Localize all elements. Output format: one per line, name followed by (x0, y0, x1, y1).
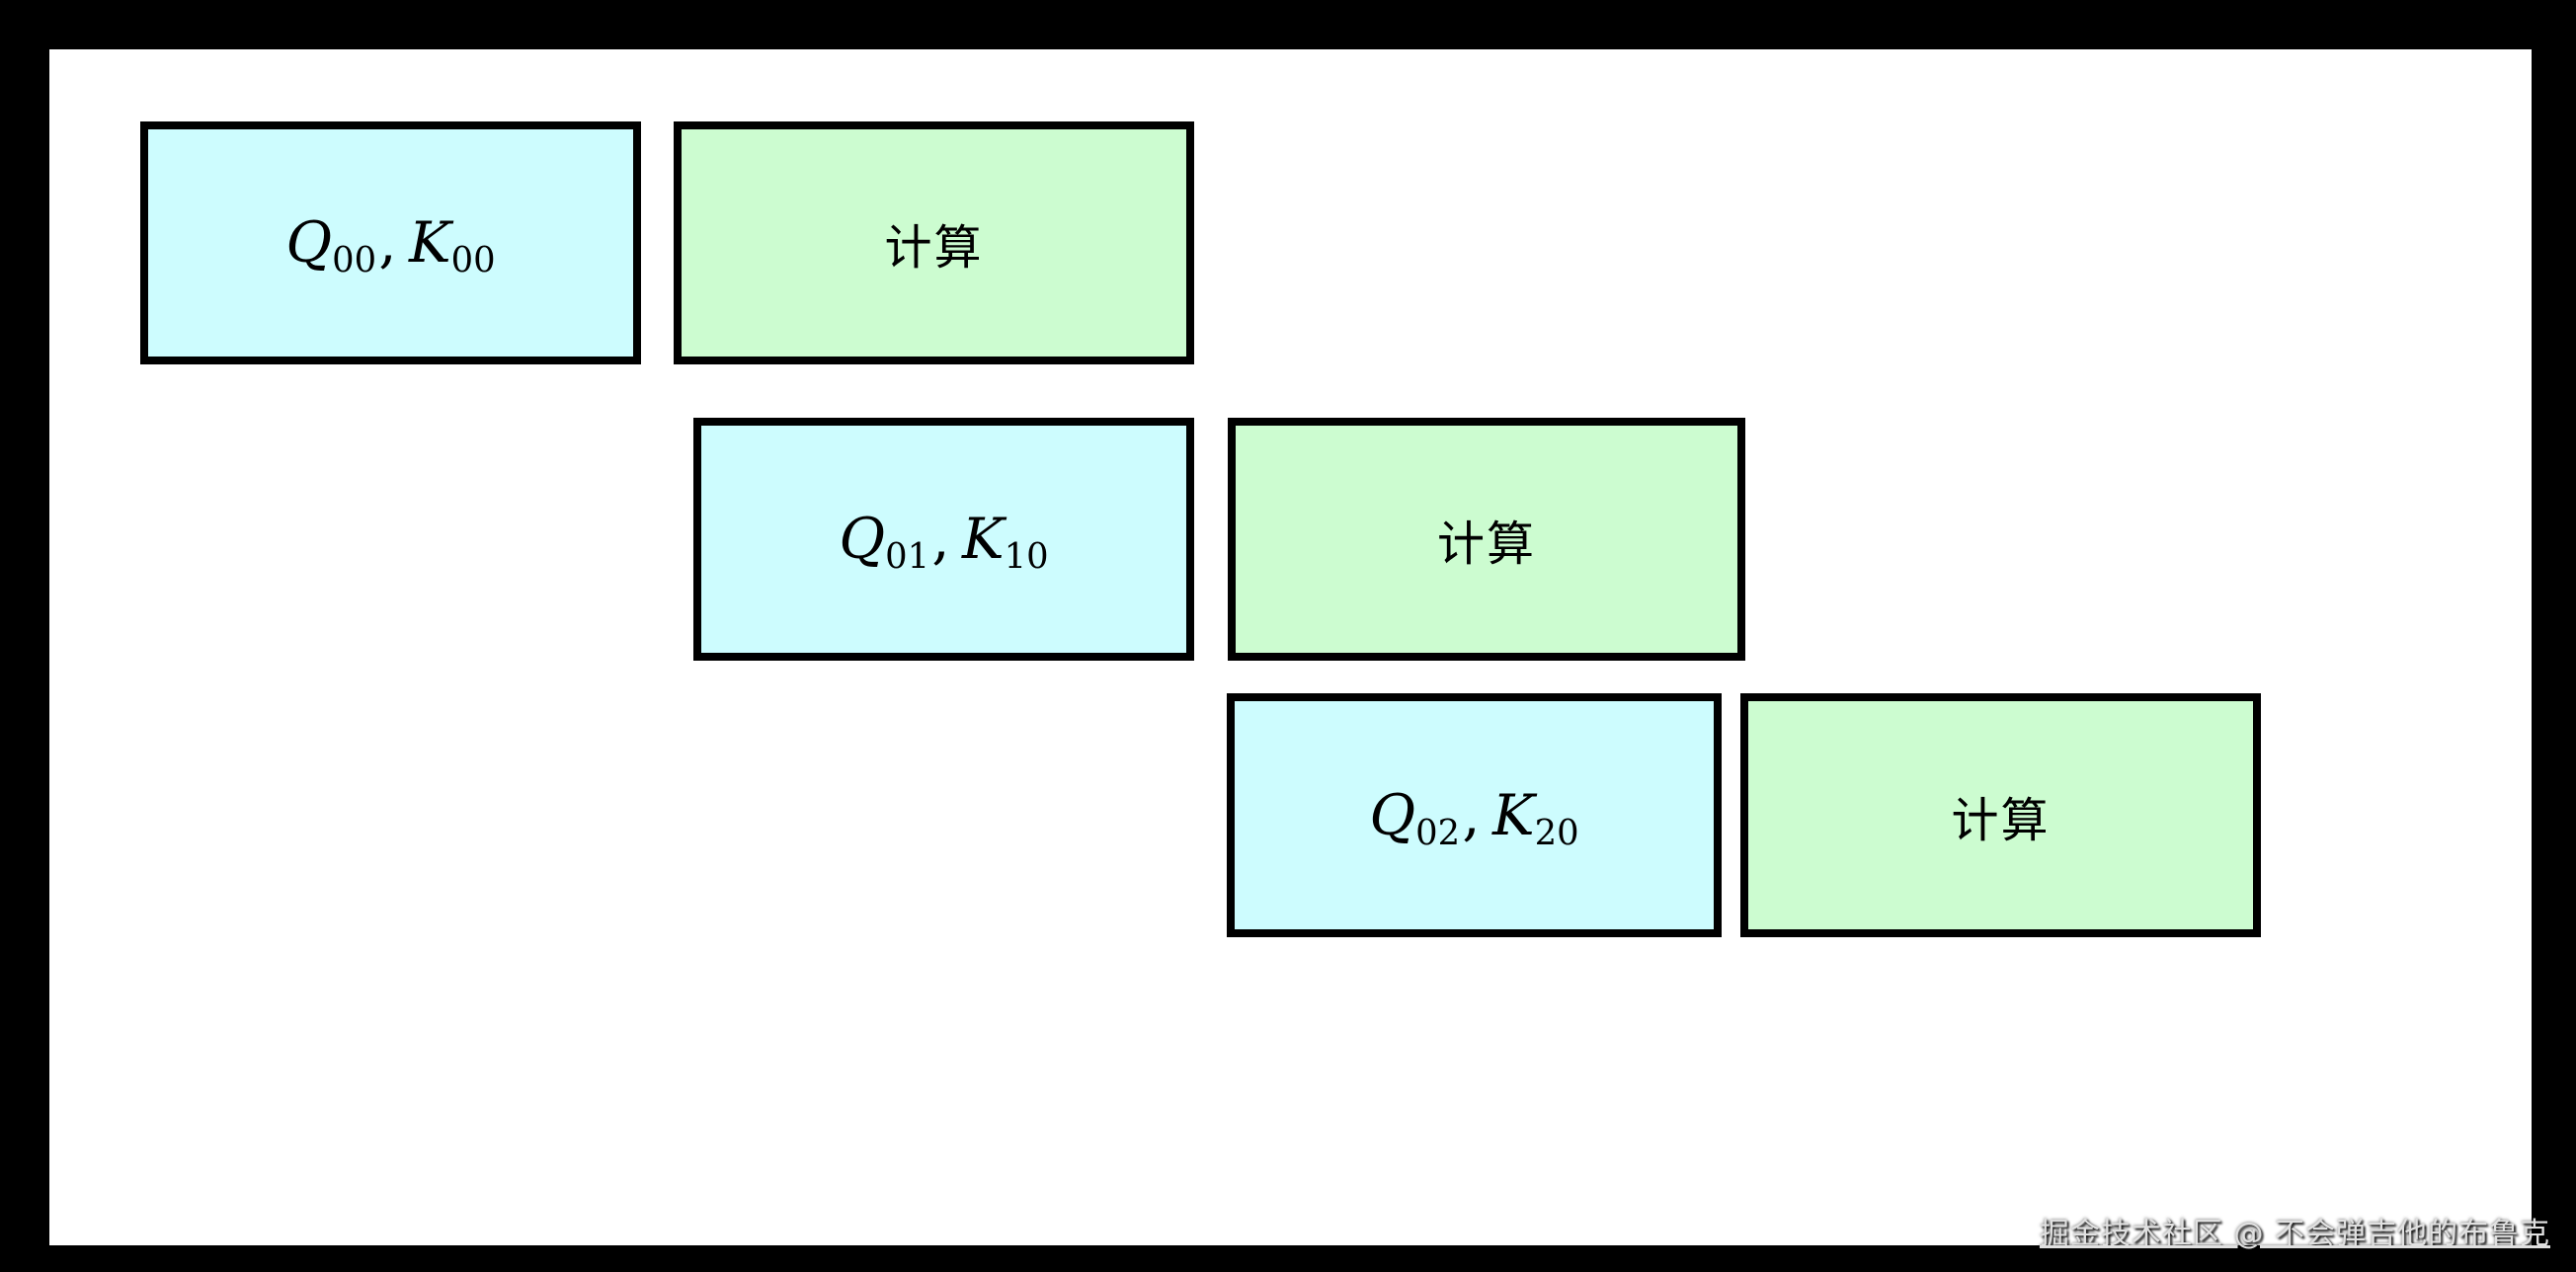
qk-label-row1: Q00,K00 (285, 210, 495, 278)
compute-box-row2: 计算 (1228, 418, 1745, 661)
k-symbol: K (1492, 782, 1535, 848)
k-subscript: 10 (1004, 535, 1049, 577)
q-subscript: 00 (332, 239, 377, 280)
q-symbol: Q (1369, 782, 1416, 848)
q-symbol: Q (839, 507, 886, 572)
k-symbol: K (409, 210, 451, 276)
q-subscript: 02 (1415, 812, 1461, 853)
qk-label-row3: Q02,K20 (1369, 782, 1578, 850)
compute-label-row3: 计算 (1951, 792, 2051, 848)
comma: , (378, 210, 397, 276)
watermark: 掘金技术社区 @ 不会弹吉他的布鲁克 (2039, 1217, 2550, 1251)
k-subscript: 00 (450, 239, 496, 280)
compute-box-row1: 计算 (674, 121, 1194, 364)
comma: , (1462, 782, 1481, 848)
compute-box-row3: 计算 (1740, 693, 2261, 937)
qk-box-row1: Q00,K00 (140, 121, 641, 364)
q-subscript: 01 (885, 535, 930, 577)
q-symbol: Q (285, 210, 333, 276)
k-subscript: 20 (1534, 812, 1579, 853)
qk-box-row2: Q01,K10 (693, 418, 1194, 661)
qk-box-row3: Q02,K20 (1227, 693, 1722, 937)
compute-label-row1: 计算 (884, 220, 984, 276)
k-symbol: K (962, 507, 1005, 572)
compute-label-row2: 计算 (1436, 517, 1536, 572)
qk-label-row2: Q01,K10 (839, 507, 1048, 574)
comma: , (931, 507, 950, 572)
